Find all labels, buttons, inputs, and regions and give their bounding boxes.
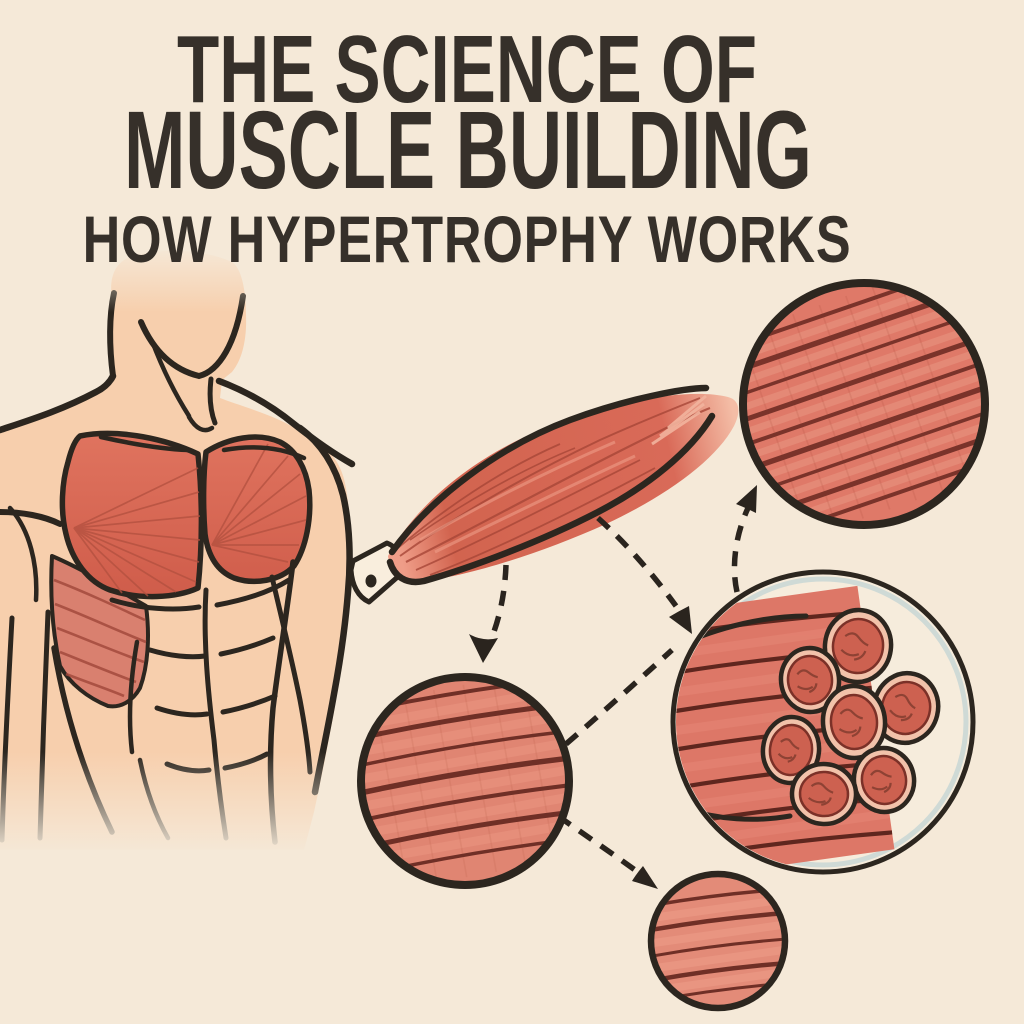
muscle-highlight-lines [419, 440, 636, 554]
arrow-muscle-to-cross-section [596, 515, 679, 608]
zoom-circle-myofibril [647, 870, 789, 1012]
whole-muscle-figure [348, 384, 739, 605]
connector-fiber-to-cross-section [564, 647, 674, 747]
pectoral-left [59, 430, 205, 600]
zoom-circle-muscle-fibers [357, 673, 573, 889]
arrowheads [469, 485, 757, 889]
zoom-ring [647, 870, 789, 1012]
zoom-circle-fascicle-striations [739, 279, 989, 529]
zoom-ring [739, 279, 989, 529]
arrow-fiber-to-myofibril-circle [556, 813, 637, 873]
connector-arrows [487, 506, 751, 873]
tendon-attachment-dot [365, 574, 377, 588]
torso-bottom-fade [0, 752, 340, 860]
fascicle-bundle [760, 607, 941, 827]
torso-figure [0, 246, 356, 860]
muscle-tip-fan [651, 394, 707, 446]
zoom-ring [357, 673, 573, 889]
muscle-outline [386, 384, 716, 586]
arrow-muscle-to-fiber-circle [487, 564, 509, 644]
zoom-ring [670, 569, 976, 875]
head-top-fade [84, 246, 264, 312]
arrow-cross-section-to-fascicle-circle [731, 506, 751, 593]
muscle-belly [388, 393, 739, 582]
